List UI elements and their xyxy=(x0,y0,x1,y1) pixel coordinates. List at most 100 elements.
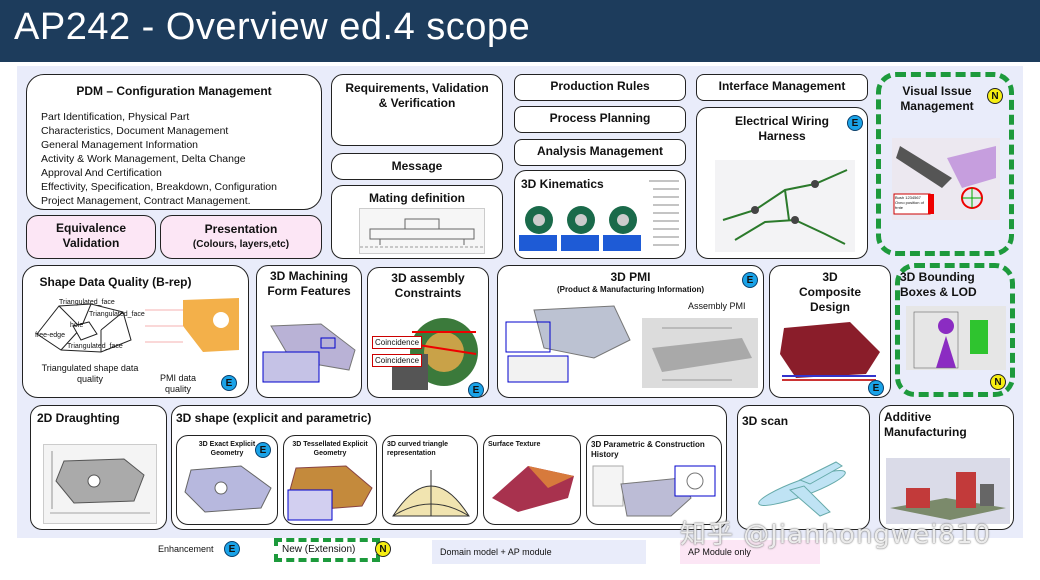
electrical-title: Electrical Wiring Harness xyxy=(735,114,829,143)
equivalence-box: Equivalence Validation xyxy=(26,215,156,259)
draughting-box: 2D Draughting xyxy=(30,405,167,530)
mating-box: Mating definition xyxy=(331,185,503,259)
visual-issue-image xyxy=(892,138,1000,220)
production-rules-title: Production Rules xyxy=(550,79,650,93)
pdm-line: Activity & Work Management, Delta Change xyxy=(41,153,246,165)
message-title: Message xyxy=(391,159,443,173)
pmi-quality-caption: PMI data quality xyxy=(159,373,197,394)
shape3d-curved-box: 3D curved triangle representation xyxy=(382,435,478,525)
assembly-pmi-image xyxy=(642,318,758,388)
shape3d-curved-title: 3D curved triangle representation xyxy=(387,441,449,457)
new-extension-frame xyxy=(895,263,1015,397)
mesh-label-5: Triangulated_face xyxy=(67,343,123,350)
electrical-box: Electrical Wiring Harness E xyxy=(696,107,868,259)
analysis-title: Analysis Management xyxy=(536,144,664,158)
machining-image xyxy=(261,320,359,386)
shape3d-parametric-box: 3D Parametric & Construction History xyxy=(586,435,722,525)
shape-quality-title: Shape Data Quality (B-rep) xyxy=(39,275,192,289)
visual-issue-title: Visual Issue Management xyxy=(900,84,974,113)
assembly-constraints-title: 3D assembly Constraints xyxy=(391,271,465,300)
enhancement-badge-icon: E xyxy=(742,272,758,288)
surface-texture-image xyxy=(488,458,578,520)
new-extension-frame xyxy=(876,72,1014,256)
kinematics-box: 3D Kinematics xyxy=(514,170,686,259)
curved-triangle-image xyxy=(387,462,475,522)
kinematics-tree-image xyxy=(645,175,685,253)
additive-title: Additive Manufacturing xyxy=(884,410,967,439)
legend-enhancement-label: Enhancement xyxy=(158,544,214,554)
bounding-box: 3D Bounding Boxes & LOD N xyxy=(900,268,1010,392)
pdm-line: Approval And Certification xyxy=(41,167,162,179)
legend-domain-swatch xyxy=(432,540,646,564)
legend-domain-label: Domain model + AP module xyxy=(440,547,552,557)
pdm-line: Part Identification, Physical Part xyxy=(41,111,190,123)
triangulated-mesh-image xyxy=(31,296,141,358)
interface-title: Interface Management xyxy=(718,79,846,93)
machining-box: 3D Machining Form Features xyxy=(256,265,362,398)
equivalence-title: Equivalence Validation xyxy=(55,221,127,250)
scan-title: 3D scan xyxy=(742,414,789,428)
draughting-image xyxy=(43,444,157,524)
pmi-box: 3D PMI (Product & Manufacturing Informat… xyxy=(497,265,764,398)
production-rules-box: Production Rules xyxy=(514,74,686,101)
pdm-line: General Management Information xyxy=(41,139,199,151)
pmi-part-image xyxy=(504,300,632,386)
parametric-image xyxy=(591,464,719,522)
mesh-label-4: free-edge xyxy=(35,332,65,339)
composite-image xyxy=(776,318,884,384)
constraint-label-2: Coincidence xyxy=(372,354,423,367)
pdm-line: Project Management, Contract Management. xyxy=(41,195,251,207)
shape3d-tess-box: 3D Tessellated Explicit Geometry xyxy=(283,435,377,525)
assembly-constraints-box: 3D assembly Constraints Coincidence Coin… xyxy=(367,267,489,398)
exact-geometry-image xyxy=(181,462,275,520)
enhancement-badge-icon: E xyxy=(255,442,271,458)
composite-title: 3D Composite Design xyxy=(798,270,861,314)
legend-new-badge-icon: N xyxy=(375,541,391,557)
mesh-label-3: hole xyxy=(70,322,84,329)
mesh-label-2: Triangulated_face xyxy=(89,311,145,318)
presentation-subtitle: (Colours, layers,etc) xyxy=(192,239,290,250)
machining-title: 3D Machining Form Features xyxy=(267,269,351,298)
requirements-box: Requirements, Validation & Verification xyxy=(331,74,503,146)
visual-issue-stamp: Bush 1234567 Ovno position of frnte xyxy=(895,195,924,210)
legend-ap-label: AP Module only xyxy=(688,547,751,557)
title-bar: AP242 - Overview ed.4 scope xyxy=(0,0,1040,62)
composite-box: 3D Composite Design E xyxy=(769,265,891,398)
enhancement-badge-icon: E xyxy=(221,375,237,391)
pmi-subtitle: (Product & Manufacturing Information) xyxy=(556,285,705,294)
page-title: AP242 - Overview ed.4 scope xyxy=(14,6,531,48)
mating-title: Mating definition xyxy=(369,191,465,205)
shape3d-title: 3D shape (explicit and parametric) xyxy=(176,411,372,425)
message-box: Message xyxy=(331,153,503,180)
bounding-image xyxy=(906,306,1006,370)
requirements-title: Requirements, Validation & Verification xyxy=(345,81,489,110)
legend-ap-swatch xyxy=(680,540,820,564)
wiring-harness-image xyxy=(715,160,855,252)
draughting-title: 2D Draughting xyxy=(37,411,120,425)
assembly-pmi-label: Assembly PMI xyxy=(688,301,746,311)
interface-box: Interface Management xyxy=(696,74,868,101)
kinematics-title: 3D Kinematics xyxy=(521,177,604,191)
pdm-line: Characteristics, Document Management xyxy=(41,125,229,137)
bounding-title: 3D Bounding Boxes & LOD xyxy=(900,270,977,299)
pmi-title: 3D PMI xyxy=(610,270,651,284)
enhancement-badge-icon: E xyxy=(847,115,863,131)
mating-drawing-image xyxy=(359,208,485,254)
shape3d-exact-title: 3D Exact Explicit Geometry xyxy=(198,441,256,457)
presentation-title: Presentation xyxy=(204,222,278,236)
shape-quality-box: Shape Data Quality (B-rep) Triangulated_… xyxy=(22,265,249,398)
pdm-title: PDM – Configuration Management xyxy=(76,84,272,98)
visual-issue-box: Visual Issue Management N Bush 1234567 O… xyxy=(884,80,1006,248)
pmi-quality-image xyxy=(143,296,243,356)
additive-image xyxy=(886,458,1010,524)
shape3d-parametric-title: 3D Parametric & Construction History xyxy=(591,440,705,459)
mesh-label-1: Triangulated_face xyxy=(59,299,115,306)
shape3d-texture-title: Surface Texture xyxy=(488,441,541,448)
presentation-box: Presentation (Colours, layers,etc) xyxy=(160,215,322,259)
shape3d-tess-title: 3D Tessellated Explicit Geometry xyxy=(292,441,368,457)
watermark: 知乎 @Jianhongwei810 xyxy=(680,520,992,550)
tessellated-image xyxy=(286,460,376,522)
scan-box: 3D scan xyxy=(737,405,870,530)
mesh-caption: Triangulated shape data quality xyxy=(41,363,139,384)
